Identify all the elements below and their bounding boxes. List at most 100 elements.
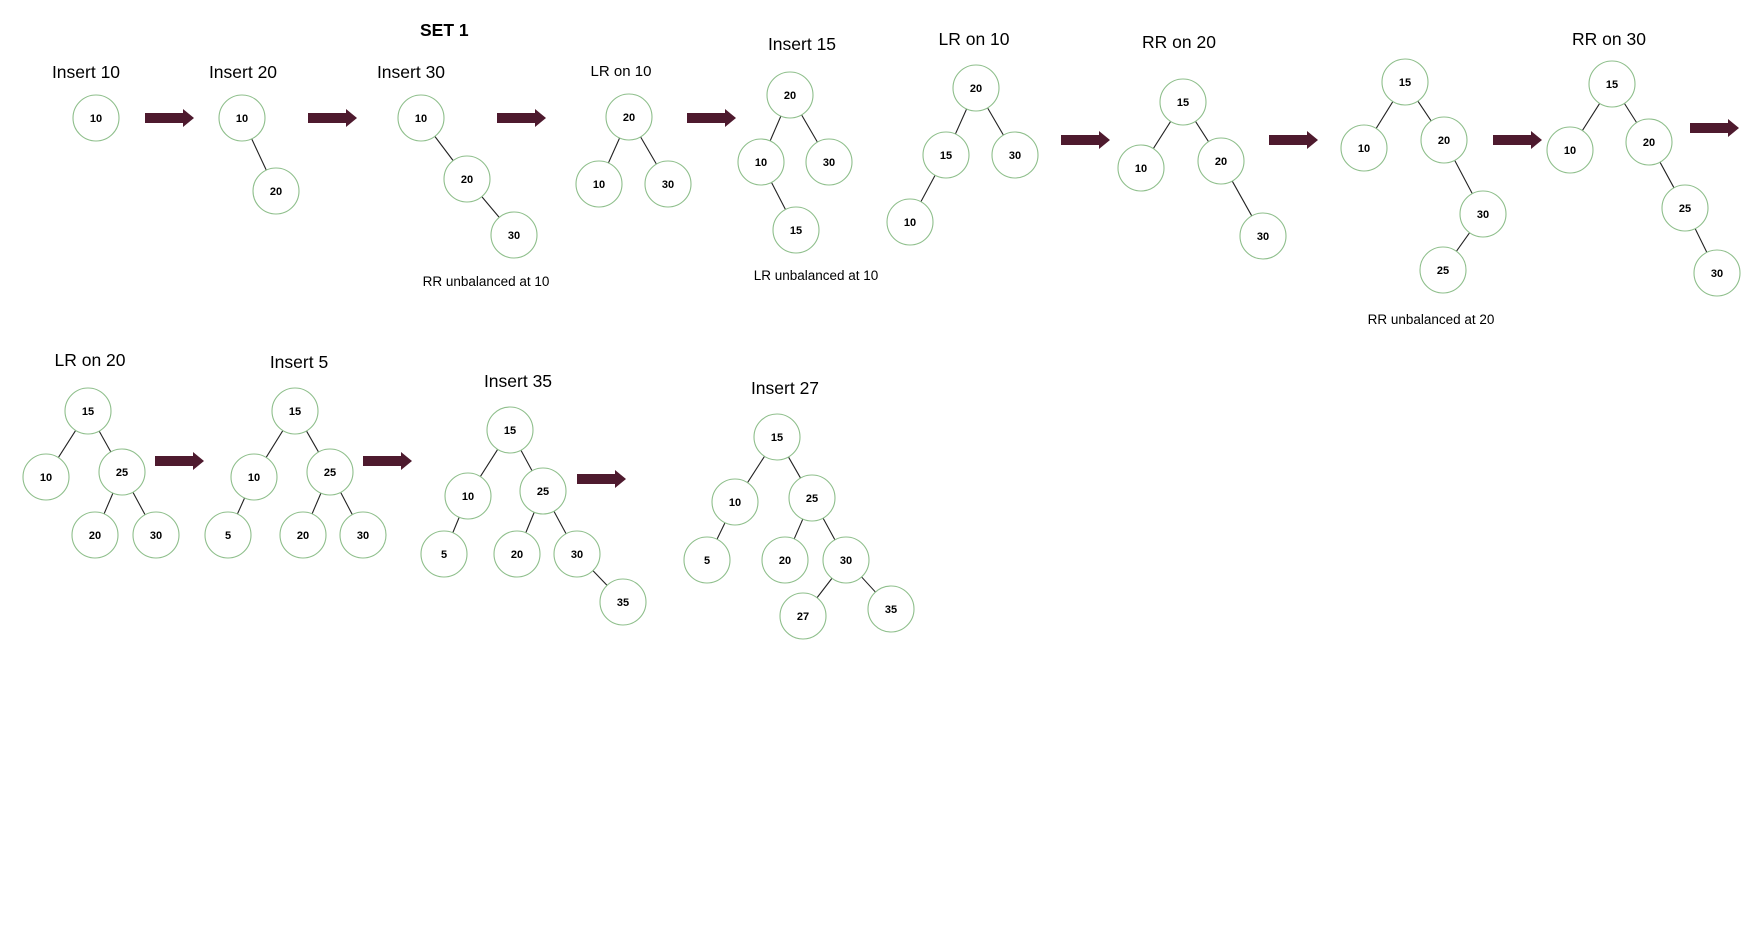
tree-node: 30 bbox=[1459, 190, 1507, 238]
tree-node: 25 bbox=[519, 467, 567, 515]
step-title: RR on 20 bbox=[1142, 32, 1216, 52]
node-value: 30 bbox=[1477, 209, 1489, 221]
tree-edge bbox=[1417, 100, 1432, 122]
node-circle bbox=[486, 406, 534, 454]
node-circle bbox=[1625, 118, 1673, 166]
node-circle bbox=[397, 94, 445, 142]
tree-node: 30 bbox=[991, 131, 1039, 179]
node-circle bbox=[952, 64, 1000, 112]
node-circle bbox=[575, 160, 623, 208]
node-circle bbox=[553, 530, 601, 578]
node-value: 25 bbox=[806, 493, 818, 505]
tree-node: 20 bbox=[605, 93, 653, 141]
tree-edge bbox=[592, 570, 608, 586]
node-value: 15 bbox=[1606, 79, 1618, 91]
tree-edge bbox=[640, 136, 657, 165]
node-value: 15 bbox=[82, 406, 94, 418]
tree-edge bbox=[1375, 101, 1394, 129]
tree-node: 20 bbox=[952, 64, 1000, 112]
tree-node: 15 bbox=[271, 387, 319, 435]
node-circle bbox=[683, 536, 731, 584]
tree-edge bbox=[553, 510, 567, 535]
node-value: 10 bbox=[1135, 163, 1147, 175]
tree-node: 5 bbox=[683, 536, 731, 584]
node-value: 20 bbox=[623, 112, 635, 124]
tree-node: 20 bbox=[761, 536, 809, 584]
node-circle bbox=[737, 138, 785, 186]
tree-edge bbox=[251, 138, 267, 171]
tree-node: 10 bbox=[22, 453, 70, 501]
step-title: LR on 10 bbox=[938, 29, 1009, 49]
node-value: 20 bbox=[511, 549, 523, 561]
tree-edge bbox=[520, 449, 533, 472]
node-value: 10 bbox=[415, 113, 427, 125]
node-circle bbox=[1159, 78, 1207, 126]
step-9: RR on 30 15 10 20 25 30 bbox=[1546, 29, 1741, 297]
node-circle bbox=[493, 530, 541, 578]
tree-edge bbox=[434, 136, 454, 161]
tree-node: 30 bbox=[132, 511, 180, 559]
node-value: 5 bbox=[441, 549, 447, 561]
node-circle bbox=[991, 131, 1039, 179]
tree-edge bbox=[452, 517, 460, 533]
tree-edge bbox=[1455, 232, 1471, 252]
node-value: 20 bbox=[784, 90, 796, 102]
node-circle bbox=[218, 94, 266, 142]
tree-node: 10 bbox=[1546, 126, 1594, 174]
node-value: 5 bbox=[704, 555, 710, 567]
tree-edge bbox=[1694, 228, 1708, 253]
node-value: 15 bbox=[504, 425, 516, 437]
step-arrow-2 bbox=[308, 109, 357, 127]
node-value: 30 bbox=[840, 555, 852, 567]
tree-node: 10 bbox=[711, 478, 759, 526]
node-circle bbox=[805, 138, 853, 186]
tree-edge bbox=[793, 518, 804, 540]
node-value: 25 bbox=[1679, 203, 1691, 215]
tree-node: 10 bbox=[72, 94, 120, 142]
tree-node: 25 bbox=[1661, 184, 1709, 232]
node-circle bbox=[279, 511, 327, 559]
node-value: 15 bbox=[1399, 77, 1411, 89]
node-value: 27 bbox=[797, 611, 809, 623]
node-circle bbox=[1420, 116, 1468, 164]
node-circle bbox=[1588, 60, 1636, 108]
node-circle bbox=[420, 530, 468, 578]
tree-edge bbox=[132, 491, 146, 516]
node-circle bbox=[72, 94, 120, 142]
node-circle bbox=[1239, 212, 1287, 260]
tree-edge bbox=[265, 430, 284, 458]
node-circle bbox=[339, 511, 387, 559]
tree-node: 20 bbox=[71, 511, 119, 559]
tree-node: 15 bbox=[64, 387, 112, 435]
tree-node: 15 bbox=[486, 406, 534, 454]
tree-node: 27 bbox=[779, 592, 827, 640]
node-value: 20 bbox=[1643, 137, 1655, 149]
node-circle bbox=[519, 467, 567, 515]
tree-node: 20 bbox=[252, 167, 300, 215]
tree-node: 30 bbox=[339, 511, 387, 559]
step-arrow-5 bbox=[1061, 131, 1110, 149]
tree-edge bbox=[1231, 180, 1253, 217]
tree-node: 15 bbox=[922, 131, 970, 179]
tree-edge bbox=[987, 107, 1004, 136]
node-value: 10 bbox=[904, 217, 916, 229]
unbalanced-note: RR unbalanced at 20 bbox=[1368, 312, 1495, 327]
node-circle bbox=[1381, 58, 1429, 106]
step-arrow-10 bbox=[363, 452, 412, 470]
step-title: Insert 15 bbox=[768, 34, 836, 54]
node-circle bbox=[443, 155, 491, 203]
tree-edge bbox=[822, 517, 836, 541]
node-value: 15 bbox=[790, 225, 802, 237]
node-circle bbox=[761, 536, 809, 584]
tree-node: 5 bbox=[420, 530, 468, 578]
step-title: RR on 30 bbox=[1572, 29, 1646, 49]
node-value: 30 bbox=[1711, 268, 1723, 280]
node-value: 10 bbox=[593, 179, 605, 191]
node-value: 25 bbox=[324, 467, 336, 479]
step-title: Insert 30 bbox=[377, 62, 445, 82]
